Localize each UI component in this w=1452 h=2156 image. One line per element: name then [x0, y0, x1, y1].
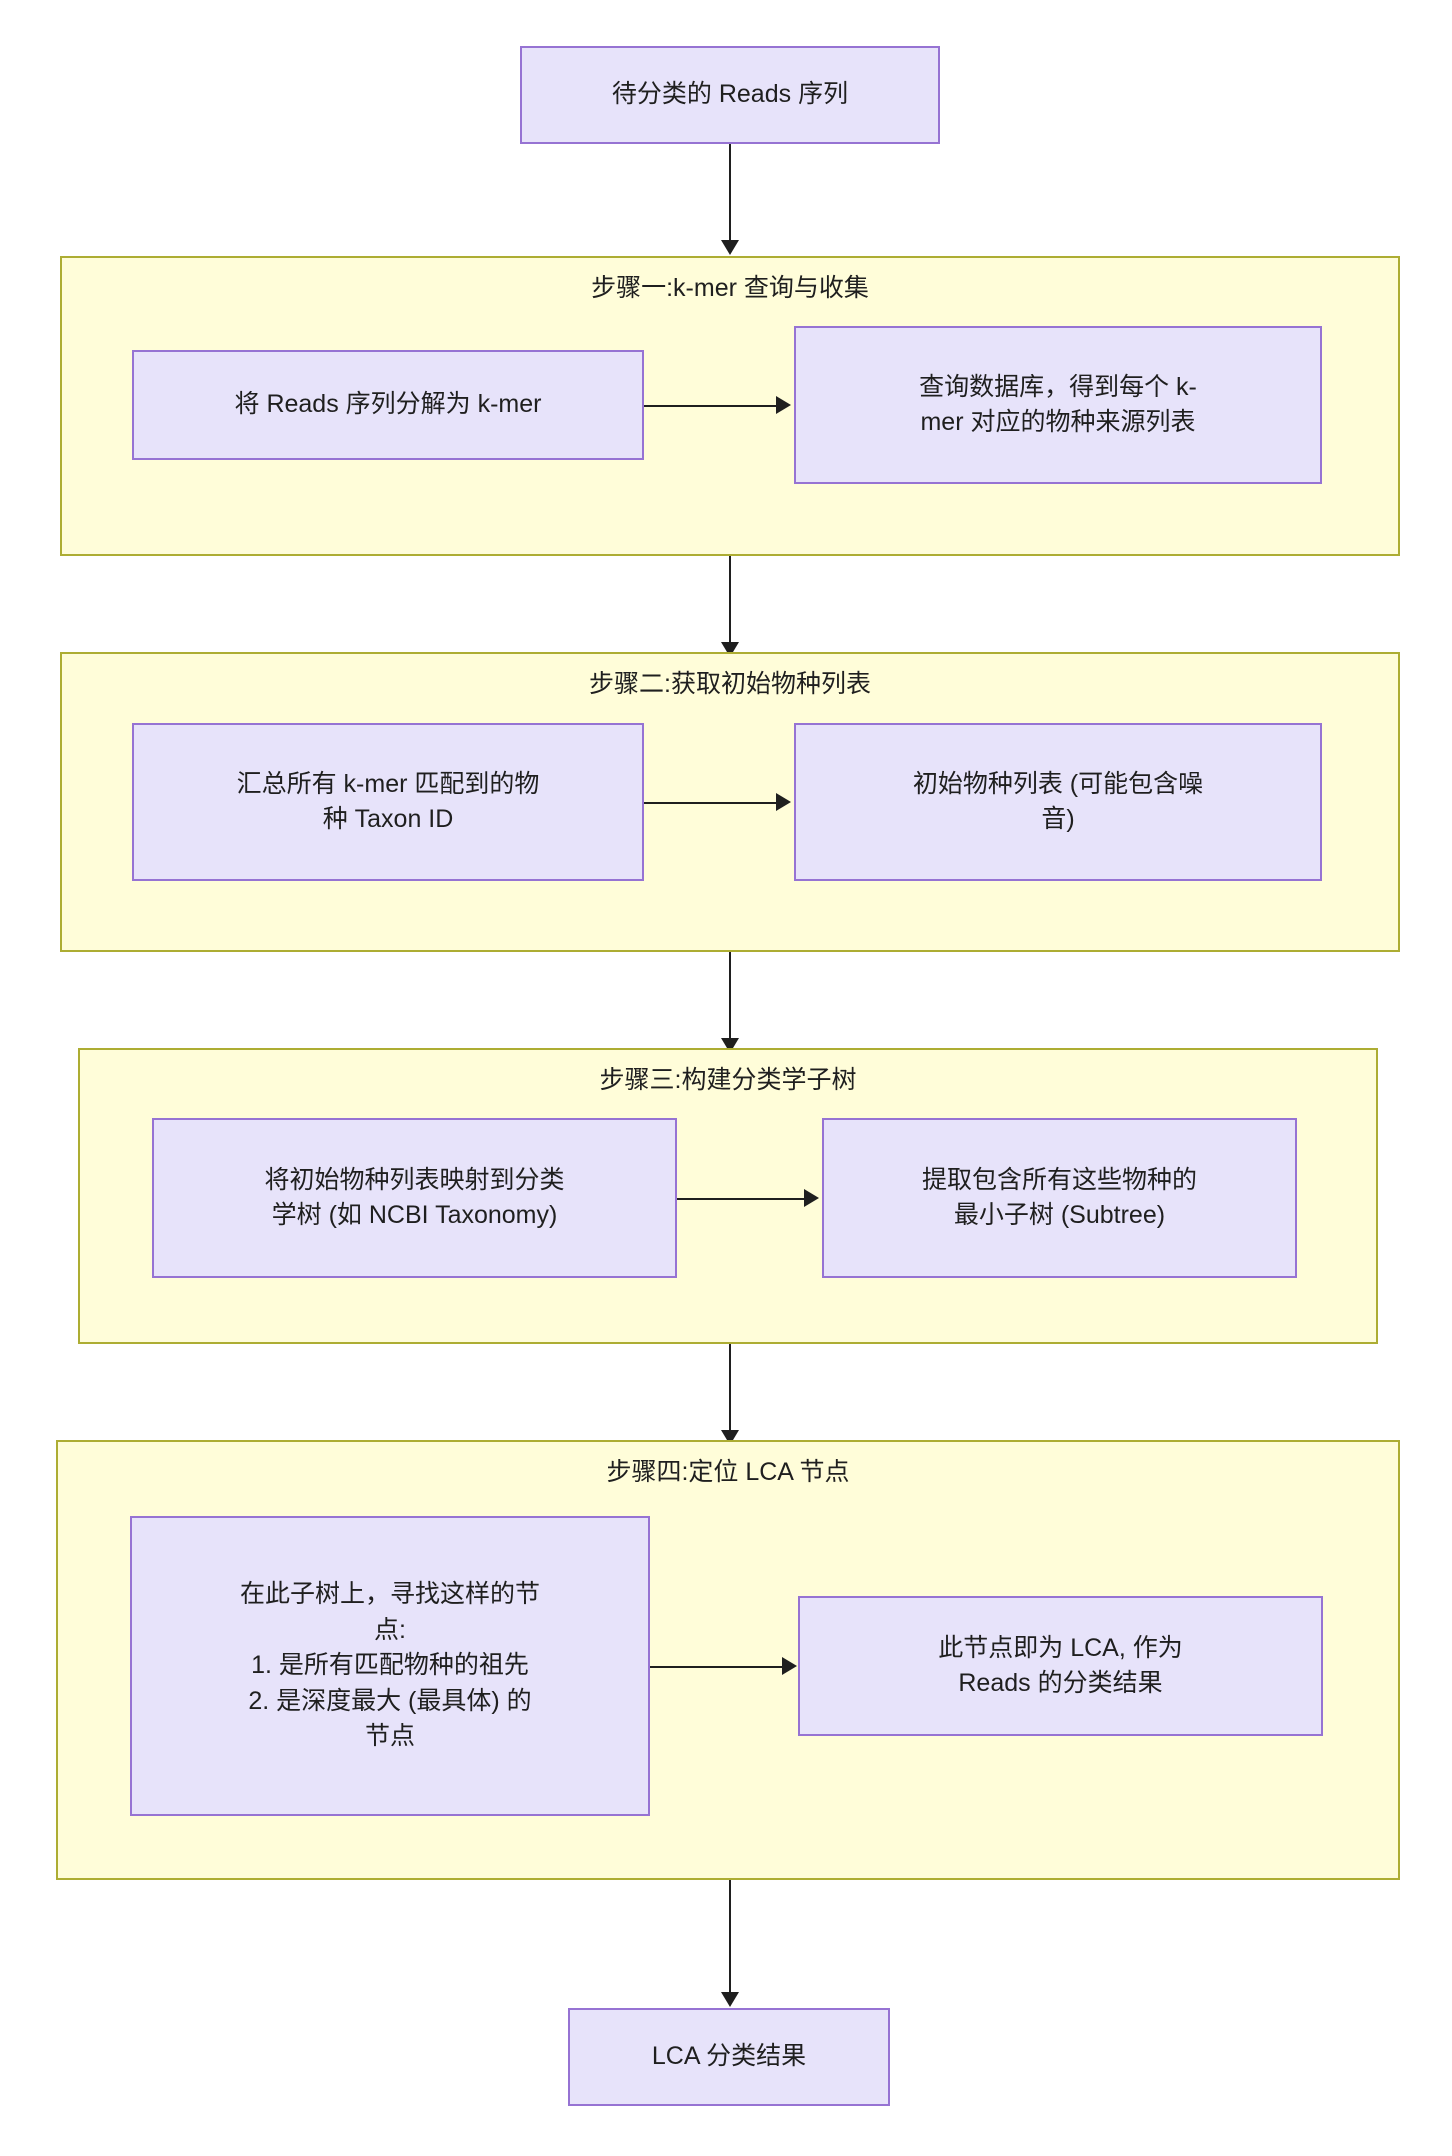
node-step1-left[interactable]: 将 Reads 序列分解为 k-mer	[132, 350, 644, 460]
arrow-step2-left-to-right	[776, 793, 791, 811]
arrow-step4-to-end	[721, 1992, 739, 2007]
group-step-1-title: 步骤一:k-mer 查询与收集	[591, 274, 869, 302]
node-start-reads[interactable]: 待分类的 Reads 序列	[520, 46, 940, 144]
group-step-2-title: 步骤二:获取初始物种列表	[589, 670, 871, 698]
arrow-step4-left-to-right	[782, 1657, 797, 1675]
node-step3-right[interactable]: 提取包含所有这些物种的 最小子树 (Subtree)	[822, 1118, 1297, 1278]
edge-step2-left-to-right	[644, 802, 776, 804]
edge-step1-left-to-right	[644, 405, 776, 407]
group-step-4-title: 步骤四:定位 LCA 节点	[606, 1458, 850, 1486]
edge-step2-to-step3	[729, 952, 731, 1038]
edge-step3-to-step4	[729, 1344, 731, 1430]
node-step1-right[interactable]: 查询数据库，得到每个 k- mer 对应的物种来源列表	[794, 326, 1322, 484]
node-step2-right[interactable]: 初始物种列表 (可能包含噪 音)	[794, 723, 1322, 881]
edge-step4-to-end	[729, 1880, 731, 1992]
node-end-lca-result[interactable]: LCA 分类结果	[568, 2008, 890, 2106]
edge-step1-to-step2	[729, 556, 731, 642]
edge-step4-left-to-right	[650, 1666, 782, 1668]
node-step2-left[interactable]: 汇总所有 k-mer 匹配到的物 种 Taxon ID	[132, 723, 644, 881]
group-step-3-title: 步骤三:构建分类学子树	[599, 1066, 857, 1094]
arrow-step1-left-to-right	[776, 396, 791, 414]
node-step4-right[interactable]: 此节点即为 LCA, 作为 Reads 的分类结果	[798, 1596, 1323, 1736]
edge-step3-left-to-right	[677, 1198, 804, 1200]
edge-start-to-step1	[729, 144, 731, 240]
arrow-step3-left-to-right	[804, 1189, 819, 1207]
arrow-start-to-step1	[721, 240, 739, 255]
node-step3-left[interactable]: 将初始物种列表映射到分类 学树 (如 NCBI Taxonomy)	[152, 1118, 677, 1278]
node-step4-left[interactable]: 在此子树上，寻找这样的节 点: 1. 是所有匹配物种的祖先 2. 是深度最大 (…	[130, 1516, 650, 1816]
